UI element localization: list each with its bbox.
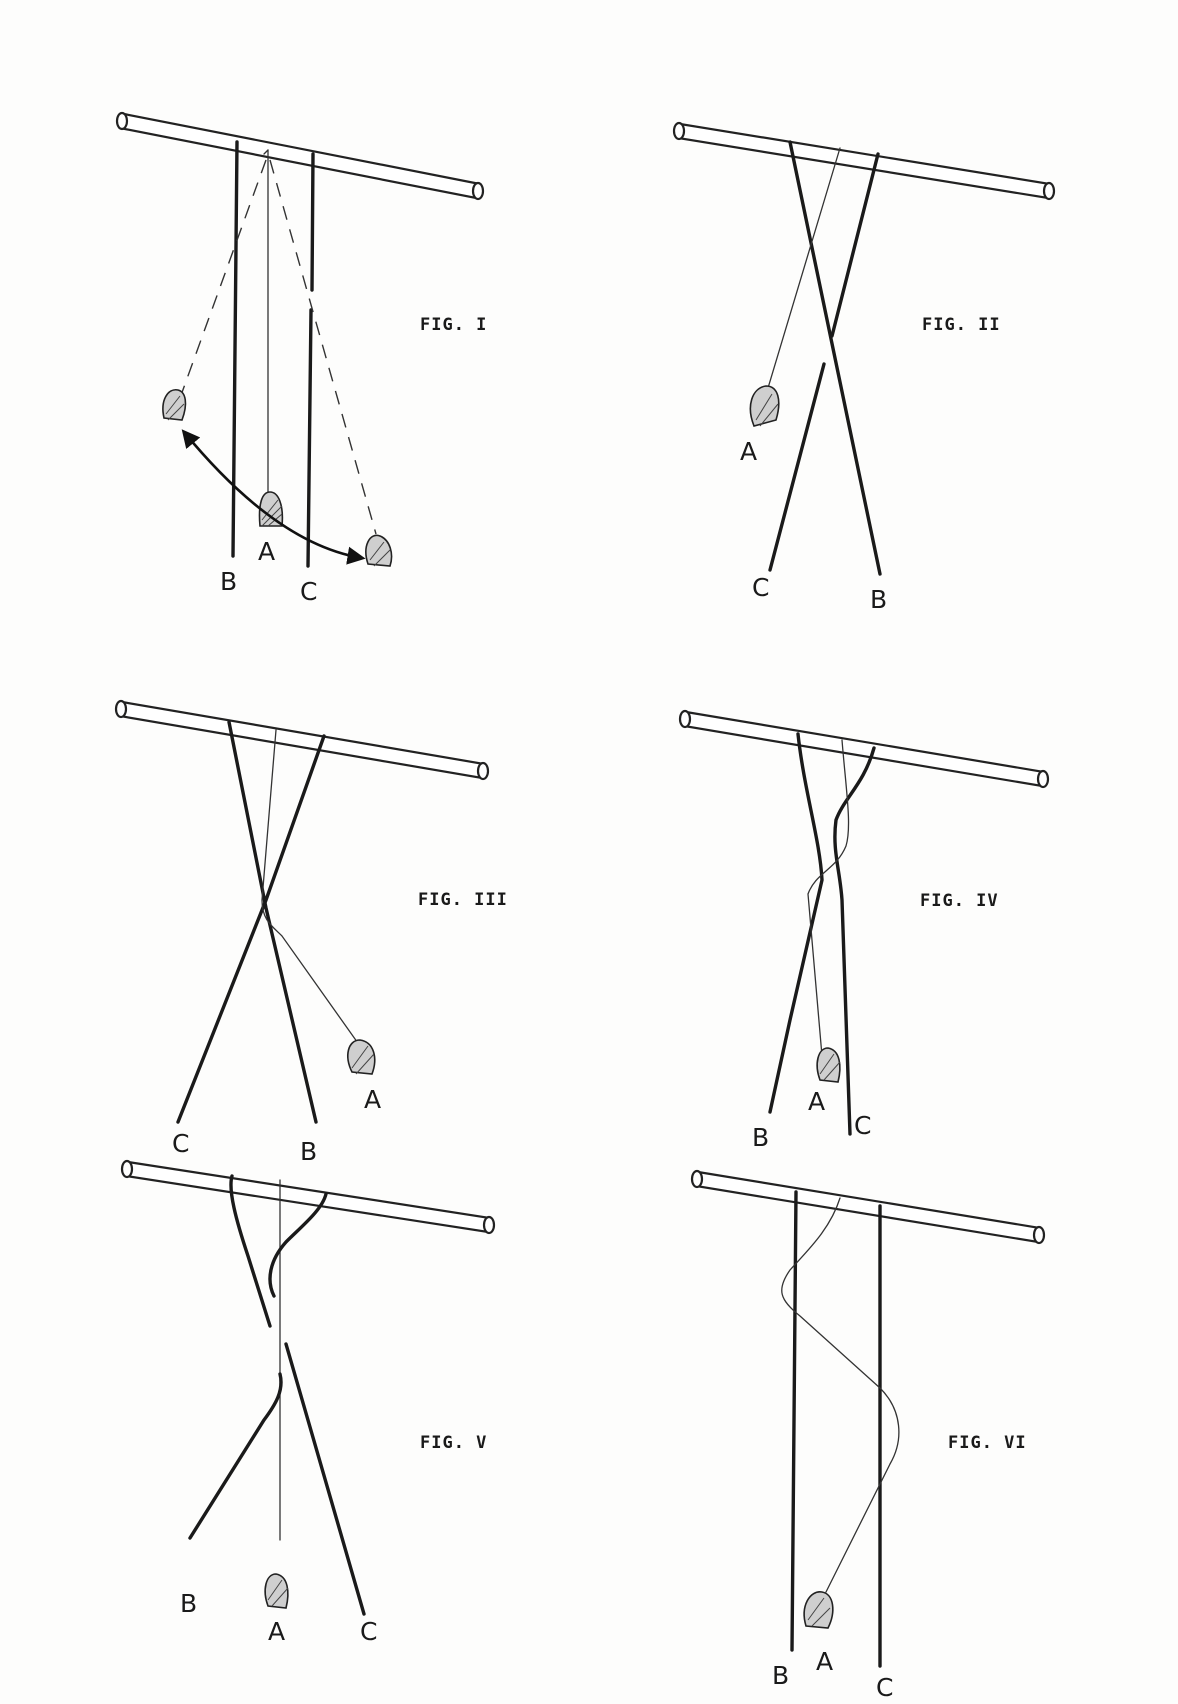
label-c: C (172, 1129, 189, 1158)
rod (690, 1169, 1046, 1245)
label-a: A (740, 437, 757, 466)
thread-b (768, 732, 824, 1114)
figure-4: FIG. IV B A C (678, 709, 1050, 1152)
thread-c (768, 152, 880, 572)
thread-a (263, 149, 269, 506)
rod (114, 699, 490, 781)
label-c: C (360, 1617, 377, 1646)
label-b: B (220, 567, 237, 596)
rod (115, 111, 485, 201)
weight-right-position (365, 534, 393, 567)
weight-a (347, 1039, 376, 1075)
label-a: A (258, 537, 275, 566)
thread-c (833, 746, 876, 1136)
figure-3: FIG. III C B A (114, 699, 508, 1166)
label-c: C (300, 577, 317, 606)
figure-title: FIG. V (420, 1433, 487, 1453)
thread-a (261, 729, 361, 1047)
figure-title: FIG. II (922, 315, 1001, 335)
figure-title: FIG. III (418, 890, 508, 910)
label-a: A (364, 1085, 381, 1114)
rod (678, 709, 1050, 789)
swing-arrow (181, 429, 366, 565)
label-a: A (808, 1087, 825, 1116)
label-c: C (876, 1673, 893, 1702)
label-b: B (772, 1661, 789, 1690)
weight-a (803, 1591, 834, 1629)
rod (120, 1159, 496, 1235)
swing-path-left (179, 159, 267, 399)
thread-c (268, 1192, 366, 1616)
weight-a (816, 1047, 841, 1083)
thread-b (227, 720, 318, 1124)
label-b: B (300, 1137, 317, 1166)
thread-b (231, 140, 239, 558)
thread-a (781, 1197, 900, 1593)
weight-a (258, 491, 284, 527)
rod (672, 121, 1056, 201)
figure-2: FIG. II A C B (672, 121, 1056, 614)
figure-6: FIG. VI B A C (690, 1169, 1046, 1702)
label-c: C (752, 573, 769, 602)
weight-left-position (162, 389, 187, 421)
label-b: B (752, 1123, 769, 1152)
thread-b (188, 1174, 283, 1540)
thread-a (767, 147, 841, 389)
thread-a (807, 739, 850, 1057)
label-b: B (870, 585, 887, 614)
figure-title: FIG. I (420, 315, 487, 335)
thread-b (790, 1190, 798, 1652)
figure-5: FIG. V B A C (120, 1159, 496, 1646)
weight-a (264, 1573, 289, 1609)
figure-title: FIG. VI (948, 1433, 1027, 1453)
thread-b (788, 140, 882, 576)
thread-c (306, 152, 315, 568)
figure-title: FIG. IV (920, 891, 999, 911)
label-c: C (854, 1111, 871, 1140)
swing-path-right (269, 159, 377, 535)
label-b: B (180, 1589, 197, 1618)
figure-1: FIG. I B A C (115, 111, 487, 606)
label-a: A (816, 1647, 833, 1676)
label-a: A (268, 1617, 285, 1646)
weight-a (749, 385, 780, 427)
thread-c (176, 734, 326, 1124)
